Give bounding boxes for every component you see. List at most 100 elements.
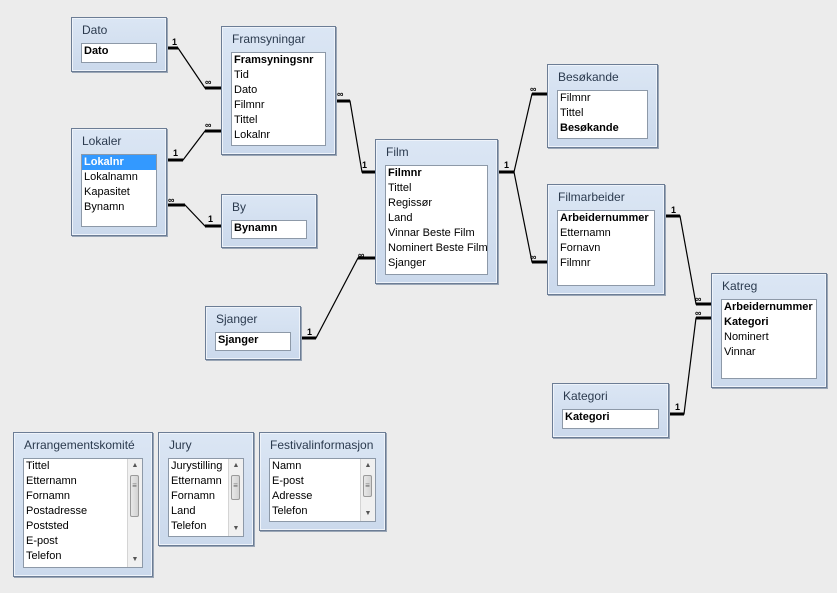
field-lokalnr[interactable]: Lokalnr: [82, 155, 156, 170]
field-vinnar[interactable]: Vinnar: [724, 346, 756, 358]
table-title[interactable]: Lokaler: [82, 134, 122, 148]
scroll-grip-icon[interactable]: ≡: [231, 475, 240, 500]
table-title[interactable]: Film: [386, 145, 409, 159]
field-telefon[interactable]: Telefon: [26, 550, 62, 562]
field-list[interactable]: Dato: [81, 43, 157, 63]
field-tittel[interactable]: Tittel: [26, 460, 50, 472]
field-arbeidernummer[interactable]: Arbeidernummer: [560, 212, 649, 224]
field-tid[interactable]: Tid: [234, 69, 249, 81]
vertical-scrollbar[interactable]: ▲≡▼: [360, 459, 375, 521]
relationship-sjanger-film[interactable]: 1 ∞: [300, 250, 376, 340]
field-nominert-beste-film[interactable]: Nominert Beste Film: [388, 242, 487, 254]
field-dato[interactable]: Dato: [234, 84, 258, 96]
field-lokalnr[interactable]: Lokalnr: [234, 129, 271, 141]
vertical-scrollbar[interactable]: ▲ ≡ ▼: [127, 459, 142, 567]
field-tittel[interactable]: Tittel: [234, 114, 258, 126]
field-lokalnamn[interactable]: Lokalnamn: [84, 171, 138, 183]
relationship-framsyningar-film[interactable]: ∞ 1: [335, 89, 376, 174]
field-land[interactable]: Land: [388, 212, 413, 224]
relationship-lokaler-by[interactable]: ∞ 1: [166, 195, 222, 228]
relationship-film-besokande[interactable]: 1 ∞: [497, 84, 548, 174]
relationship-filmarbeider-katreg[interactable]: 1 ∞: [664, 205, 712, 306]
table-title[interactable]: Dato: [82, 23, 108, 37]
table-dato[interactable]: Dato Dato: [71, 17, 167, 72]
table-title[interactable]: Sjanger: [216, 312, 258, 326]
table-title[interactable]: By: [232, 200, 247, 214]
field-regiss-r[interactable]: Regissør: [388, 197, 433, 209]
scroll-down-arrow-icon[interactable]: ▼: [232, 525, 240, 532]
table-title[interactable]: Filmarbeider: [558, 190, 625, 204]
field-postadresse[interactable]: Postadresse: [26, 505, 88, 517]
relationship-lokaler-framsyningar[interactable]: 1 ∞: [166, 120, 222, 162]
field-etternamn[interactable]: Etternamn: [560, 227, 611, 239]
table-by[interactable]: By Bynamn: [221, 194, 317, 248]
relationship-film-filmarbeider[interactable]: ∞: [513, 171, 548, 264]
field-filmnr[interactable]: Filmnr: [388, 167, 422, 179]
scroll-grip-icon[interactable]: ≡: [363, 475, 372, 497]
field-kapasitet[interactable]: Kapasitet: [84, 186, 130, 198]
field-filmnr[interactable]: Filmnr: [560, 257, 591, 269]
table-kategori[interactable]: Kategori Kategori: [552, 383, 669, 438]
field-list[interactable]: Sjanger: [215, 332, 291, 351]
scroll-down-arrow-icon[interactable]: ▼: [131, 556, 139, 563]
field-bes-kande[interactable]: Besøkande: [560, 122, 619, 134]
field-filmnr[interactable]: Filmnr: [560, 92, 591, 104]
scroll-up-arrow-icon[interactable]: ▲: [131, 462, 139, 469]
field-etternamn[interactable]: Etternamn: [26, 475, 77, 487]
scroll-up-arrow-icon[interactable]: ▲: [232, 462, 240, 469]
field-vinnar-beste-film[interactable]: Vinnar Beste Film: [388, 227, 475, 239]
field-bynamn[interactable]: Bynamn: [234, 222, 278, 234]
table-title[interactable]: Framsyningar: [232, 32, 306, 46]
field-sjanger[interactable]: Sjanger: [388, 257, 426, 269]
field-tittel[interactable]: Tittel: [560, 107, 584, 119]
field-etternamn[interactable]: Etternamn: [171, 475, 222, 487]
field-bynamn[interactable]: Bynamn: [84, 201, 125, 213]
field-filmnr[interactable]: Filmnr: [234, 99, 265, 111]
field-fornamn[interactable]: Fornamn: [26, 490, 71, 502]
field-tittel[interactable]: Tittel: [388, 182, 412, 194]
relationship-kategori-katreg[interactable]: 1 ∞: [668, 308, 712, 416]
field-poststed[interactable]: Poststed: [26, 520, 69, 532]
scroll-grip-icon[interactable]: ≡: [130, 475, 139, 517]
field-telefon[interactable]: Telefon: [171, 520, 207, 532]
field-arbeidernummer[interactable]: Arbeidernummer: [724, 301, 813, 313]
field-namn[interactable]: Namn: [272, 460, 302, 472]
scroll-down-arrow-icon[interactable]: ▼: [364, 510, 372, 517]
field-telefon[interactable]: Telefon: [272, 505, 308, 517]
field-kategori[interactable]: Kategori: [565, 411, 610, 423]
field-kategori[interactable]: Kategori: [724, 316, 769, 328]
field-framsyningsnr[interactable]: Framsyningsnr: [234, 54, 314, 66]
table-title[interactable]: Kategori: [563, 389, 608, 403]
field-adresse[interactable]: Adresse: [272, 490, 313, 502]
field-e-post[interactable]: E-post: [272, 475, 304, 487]
field-dato[interactable]: Dato: [84, 45, 109, 57]
field-jurystilling[interactable]: Jurystilling: [171, 460, 223, 472]
field-e-post[interactable]: E-post: [26, 535, 58, 547]
table-sjanger[interactable]: Sjanger Sjanger: [205, 306, 301, 360]
table-title[interactable]: Katreg: [722, 279, 758, 293]
table-title[interactable]: Arrangementskomité: [24, 438, 135, 452]
field-fornamn[interactable]: Fornamn: [171, 490, 216, 502]
field-fornavn[interactable]: Fornavn: [560, 242, 601, 254]
field-list[interactable]: Bynamn: [231, 220, 307, 239]
field-nominert[interactable]: Nominert: [724, 331, 769, 343]
vertical-scrollbar[interactable]: ▲ ≡ ▼: [228, 459, 243, 536]
table-title[interactable]: Festivalinformasjon: [270, 438, 374, 452]
table-title[interactable]: Besøkande: [558, 70, 619, 84]
